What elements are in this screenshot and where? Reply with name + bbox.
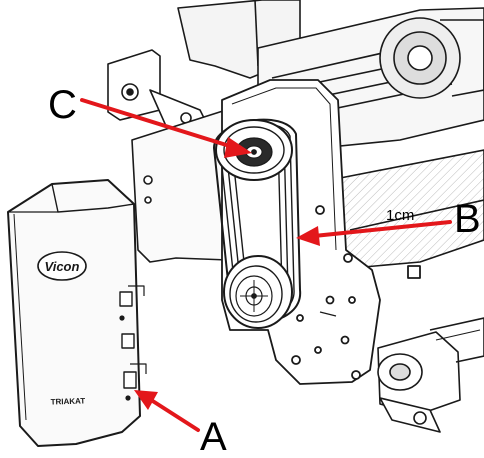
guard-brand-text: Vicon [45, 259, 80, 274]
arrow-a-head [134, 390, 158, 410]
guard-model-text: TRIAKAT [51, 396, 86, 406]
arrow-c [80, 98, 238, 150]
belt-guard-cover [7, 179, 147, 447]
label-a: A [200, 415, 227, 453]
arrow-b [312, 220, 452, 238]
label-b: B [454, 197, 481, 241]
measurement-label: 1cm [386, 207, 414, 224]
lower-pulley [223, 255, 293, 329]
lower-shaft-assembly [377, 317, 484, 433]
label-c: C [48, 83, 77, 127]
arrow-c-head [224, 137, 252, 158]
upper-pulley [215, 119, 293, 181]
callout-arrows [80, 98, 452, 432]
arrow-b-head [296, 226, 320, 246]
arrow-a [146, 396, 200, 432]
